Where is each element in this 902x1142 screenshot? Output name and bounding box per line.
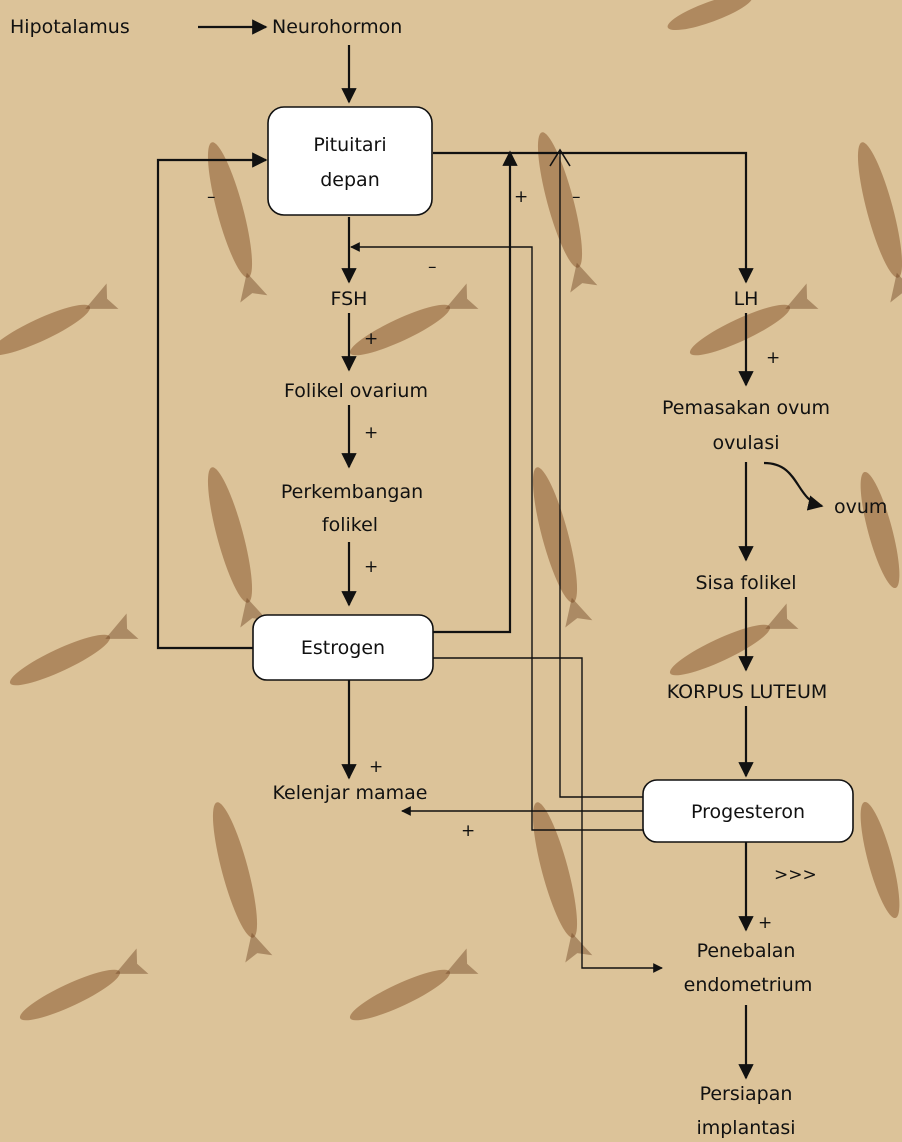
node-penebalan-line1: Penebalan	[697, 940, 796, 962]
sign-progesteron-fsh-negative: –	[428, 257, 437, 277]
node-kelenjar-mamae: Kelenjar mamae	[273, 782, 428, 804]
node-penebalan-line2: endometrium	[684, 974, 813, 996]
node-pituitari-line1: Pituitari	[313, 134, 386, 156]
node-persiapan-line2: implantasi	[696, 1117, 795, 1139]
sign-progesteron-ratio: >>>	[774, 865, 817, 885]
node-perkembangan-line2: folikel	[322, 514, 378, 536]
node-lh: LH	[734, 288, 759, 310]
sign-perkembangan-estrogen: +	[364, 557, 378, 577]
node-korpus-luteum: KORPUS LUTEUM	[667, 681, 828, 703]
sign-progesteron-pituitari-negative: –	[572, 187, 581, 207]
node-progesteron: Progesteron	[691, 801, 805, 823]
sign-fsh-folikel: +	[364, 329, 378, 349]
arrow-ovulasi-ovum	[764, 463, 822, 506]
node-hipotalamus: Hipotalamus	[10, 16, 130, 38]
node-ovum: ovum	[834, 496, 887, 518]
loop-estrogen-pituitari-positive	[433, 152, 510, 632]
node-fsh: FSH	[331, 288, 368, 310]
node-sisa-folikel: Sisa folikel	[695, 572, 796, 594]
sign-estrogen-pituitari-positive: +	[514, 187, 528, 207]
sign-estrogen-pituitari-negative: –	[207, 187, 216, 207]
node-perkembangan-line1: Perkembangan	[281, 481, 423, 503]
node-pituitari-line2: depan	[320, 169, 380, 191]
sign-progesteron-penebalan: +	[758, 913, 772, 933]
sign-progesteron-mamae: +	[461, 821, 475, 841]
node-pemasakan-line1: Pemasakan ovum	[662, 397, 830, 419]
fossil-fish-background	[0, 0, 902, 1031]
connectors	[158, 27, 822, 1078]
node-persiapan-line1: Persiapan	[700, 1083, 793, 1105]
sign-folikel-perkembangan: +	[364, 423, 378, 443]
pituitari-box	[268, 107, 432, 215]
sign-lh-pemasakan: +	[766, 348, 780, 368]
sign-estrogen-mamae: +	[369, 757, 383, 777]
arrow-pituitari-lh	[433, 153, 746, 282]
node-neurohormon: Neurohormon	[272, 16, 402, 38]
node-folikel-ovarium: Folikel ovarium	[284, 380, 428, 402]
node-estrogen: Estrogen	[301, 637, 385, 659]
node-pemasakan-line2: ovulasi	[712, 432, 779, 454]
